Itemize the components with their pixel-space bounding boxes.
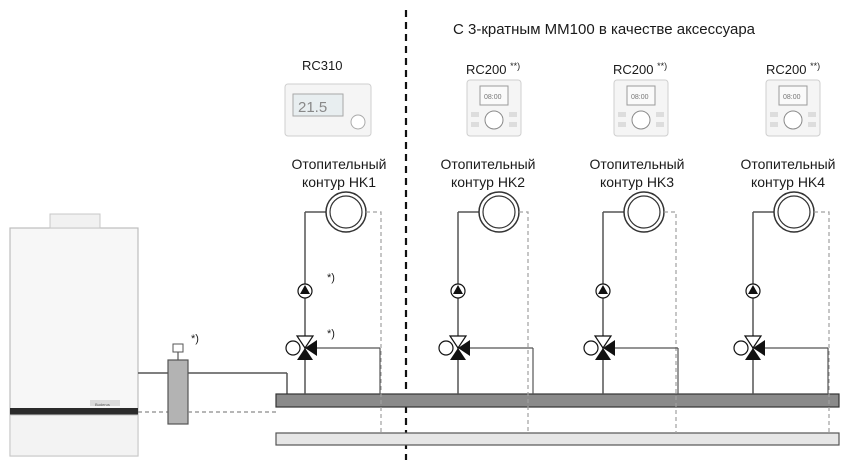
rc200-knob bbox=[631, 110, 651, 130]
heating-circuit-4 bbox=[733, 191, 830, 433]
valve-actuator-3 bbox=[583, 340, 599, 356]
rc200-display-text: 08:00 bbox=[631, 94, 649, 101]
radiator-3 bbox=[623, 191, 665, 233]
rc200-display-text: 08:00 bbox=[484, 94, 502, 101]
circuit-label-1-line2: контур HK1 bbox=[301, 174, 377, 190]
circuit-label-3: Отопительный контур HK3 bbox=[582, 155, 692, 191]
controller-note-4: **) bbox=[810, 61, 821, 71]
controller-model-1: RC310 bbox=[302, 58, 343, 73]
circuit-label-2-line2: контур HK2 bbox=[450, 174, 526, 190]
controller-label-3: RC200 **) bbox=[613, 58, 667, 78]
radiator-4 bbox=[773, 191, 815, 233]
circuit-label-4-line2: контур HK4 bbox=[750, 174, 826, 190]
rc200-knob bbox=[484, 110, 504, 130]
controller-model-2: RC200 bbox=[466, 62, 507, 77]
circuit-label-3-line2: контур HK3 bbox=[599, 174, 675, 190]
controller-label-4: RC200 **) bbox=[766, 58, 820, 78]
rc310-knob bbox=[350, 114, 366, 130]
controller-device-3: 08:00 bbox=[613, 79, 669, 137]
controller-note-3: **) bbox=[657, 61, 668, 71]
controller-label-1: RC310 bbox=[302, 58, 342, 74]
controller-device-2: 08:00 bbox=[466, 79, 522, 137]
mm100-accessory-title: С 3-кратным MM100 в качестве аксессуара bbox=[453, 21, 756, 38]
circuit-label-3-line1: Отопительный bbox=[589, 156, 685, 172]
circuit-label-4: Отопительный контур HK4 bbox=[733, 155, 843, 191]
flow-manifold-bar bbox=[275, 393, 840, 408]
pump-footnote: *) bbox=[327, 272, 335, 284]
mixing-valve-1 bbox=[295, 335, 315, 350]
heating-circuit-3 bbox=[583, 191, 679, 433]
circuit-label-1-line1: Отопительный bbox=[291, 156, 387, 172]
mixing-valve-3 bbox=[593, 335, 613, 350]
hydraulic-separator bbox=[167, 343, 189, 425]
return-pipe-1 bbox=[366, 211, 382, 433]
controller-device-4: 08:00 bbox=[765, 79, 821, 137]
heating-circuit-1 bbox=[285, 191, 382, 433]
rc200-display-text: 08:00 bbox=[783, 94, 801, 101]
controller-note-2: **) bbox=[510, 61, 521, 71]
boiler: Buderus bbox=[9, 213, 139, 457]
rc310-display-text: 21.5 bbox=[298, 99, 327, 116]
return-pipe-4 bbox=[814, 211, 830, 433]
controller-label-2: RC200 **) bbox=[466, 58, 520, 78]
circuit-label-2-line1: Отопительный bbox=[440, 156, 536, 172]
heating-circuit-2 bbox=[438, 191, 534, 433]
valve-actuator-1 bbox=[285, 340, 301, 356]
return-pipe-3 bbox=[664, 211, 677, 433]
valve-footnote: *) bbox=[327, 328, 335, 340]
radiator-1 bbox=[325, 191, 367, 233]
valve-actuator-2 bbox=[438, 340, 454, 356]
controller-model-4: RC200 bbox=[766, 62, 807, 77]
circuit-label-1: Отопительный контур HK1 bbox=[284, 155, 394, 191]
valve-actuator-4 bbox=[733, 340, 749, 356]
mixing-valve-4 bbox=[743, 335, 763, 350]
return-pipe-2 bbox=[519, 211, 529, 433]
return-manifold-bar bbox=[275, 432, 840, 446]
mixing-valve-2 bbox=[448, 335, 468, 350]
circuit-label-2: Отопительный контур HK2 bbox=[433, 155, 543, 191]
controller-device-1: 21.5 bbox=[284, 83, 372, 137]
rc200-knob bbox=[783, 110, 803, 130]
circuit-label-4-line1: Отопительный bbox=[740, 156, 836, 172]
controller-model-3: RC200 bbox=[613, 62, 654, 77]
boiler-brand-text: Buderus bbox=[95, 402, 110, 407]
radiator-2 bbox=[478, 191, 520, 233]
separator-footnote: *) bbox=[191, 333, 199, 345]
